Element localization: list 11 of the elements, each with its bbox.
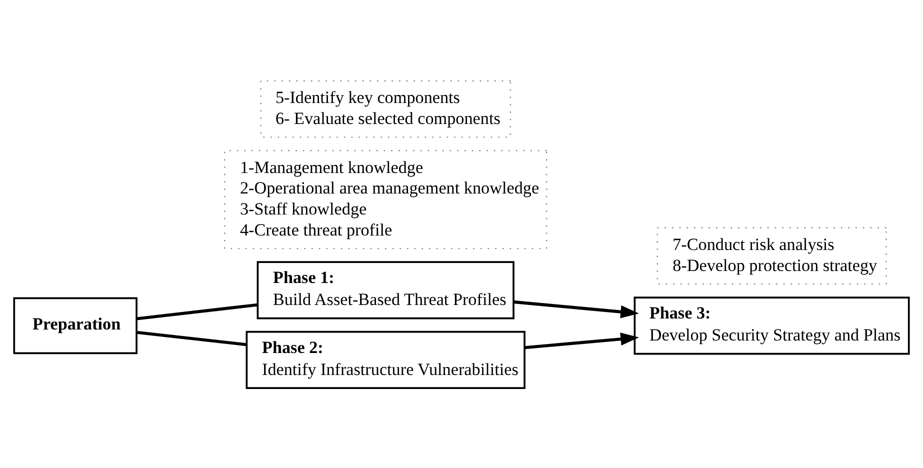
node-box: Preparation xyxy=(13,296,138,354)
node-box: Phase 1: Build Asset-Based Threat Profiles xyxy=(256,260,514,319)
arrow xyxy=(513,300,640,318)
node-box: Phase 2: Identify Infrastructure Vulnerabilities xyxy=(246,330,526,389)
arrow xyxy=(524,332,640,349)
node-box: Phase 3: Develop Security Strategy and Plans xyxy=(634,296,910,354)
connector xyxy=(136,302,258,320)
connector xyxy=(136,330,247,346)
node-box: 5-Identify key components 6- Evaluate selected components xyxy=(260,80,512,138)
node-box: 7-Conduct risk analysis 8-Develop protection strategy xyxy=(656,226,887,284)
node-box: 1-Management knowledge 2-Operational area management knowledge 3-Staff knowledge 4-Create threat profile xyxy=(224,150,548,249)
